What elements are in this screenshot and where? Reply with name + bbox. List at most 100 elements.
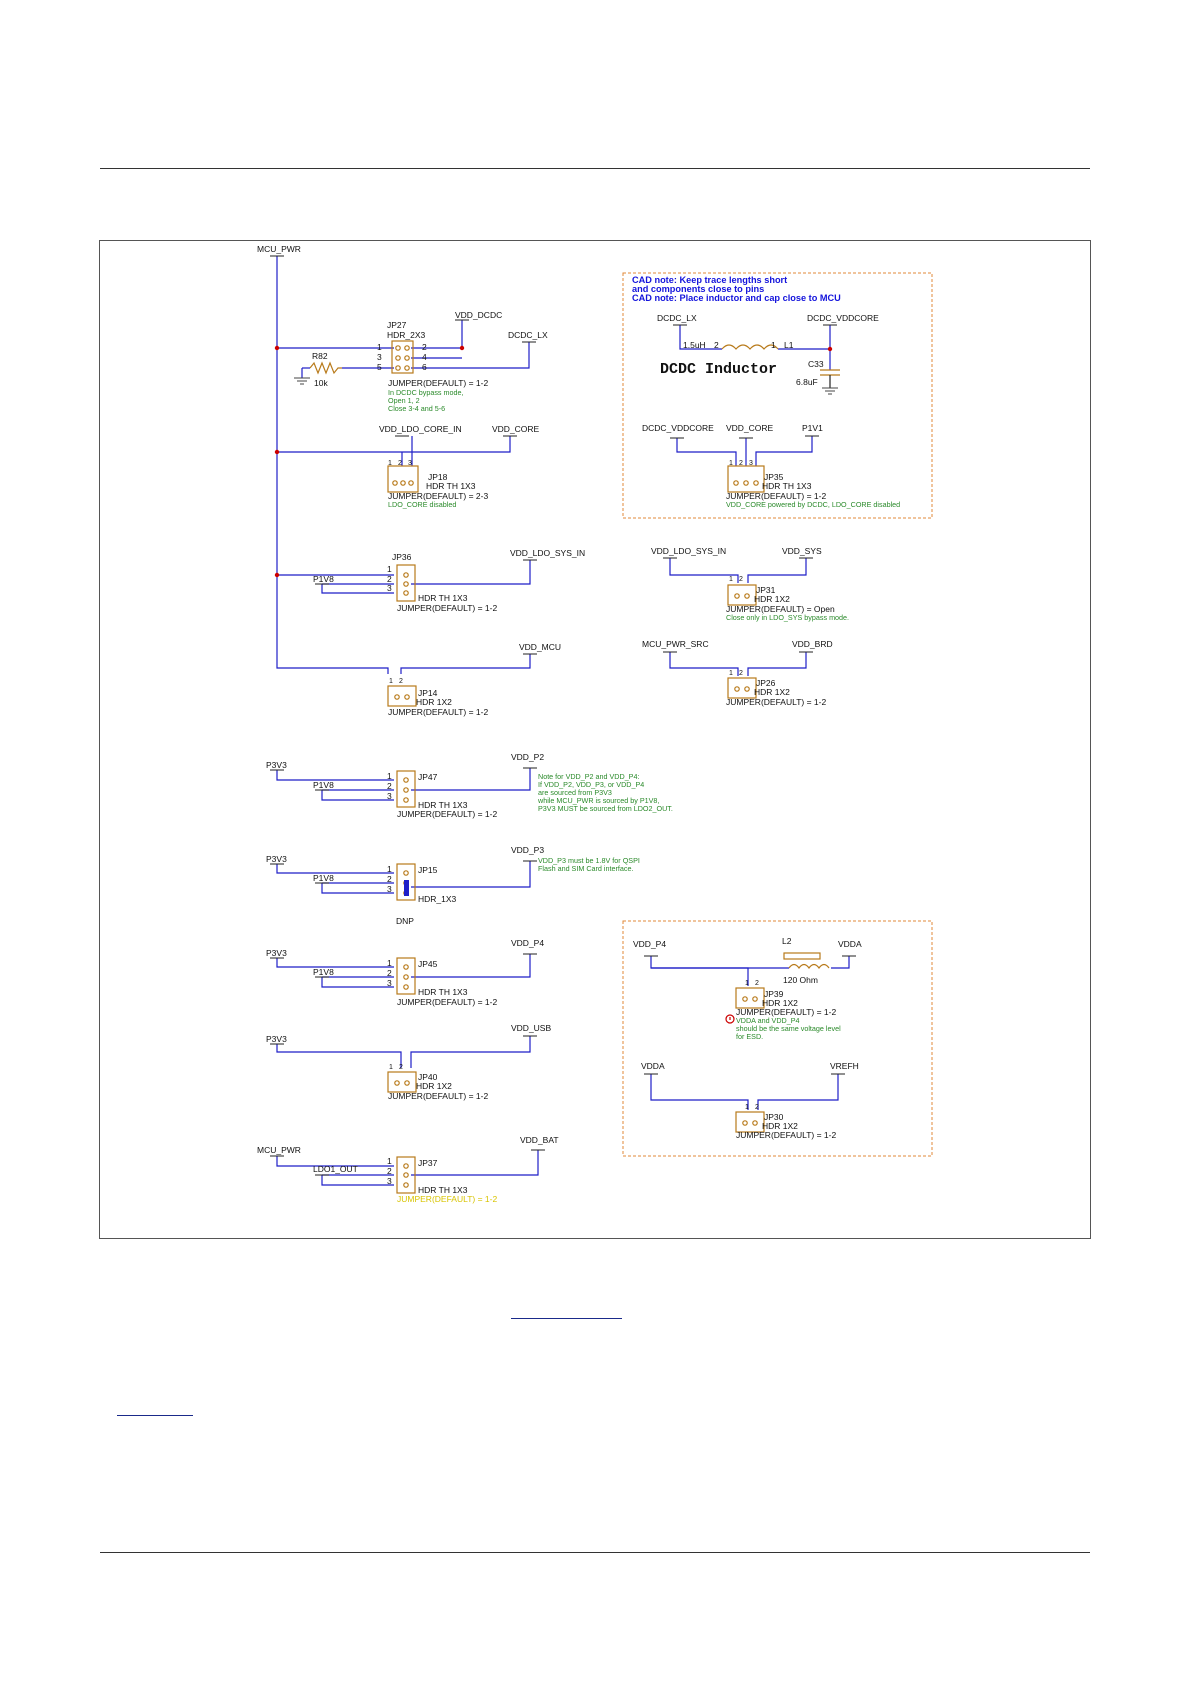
jp30-default: JUMPER(DEFAULT) = 1-2 [736,1130,836,1140]
vdd-p-note-4: while MCU_PWR is sourced by P1V8, [537,796,659,805]
bottom-rule [100,1552,1090,1553]
jp35-pin2: 2 [739,460,743,467]
jp36-default: JUMPER(DEFAULT) = 1-2 [397,603,497,613]
jp45-pin2: 2 [387,968,392,978]
jp18-default: JUMPER(DEFAULT) = 2-3 [388,491,488,501]
jp45-ref: JP45 [418,959,438,969]
jp27-pin1: 1 [377,342,382,352]
l2-ref: L2 [782,936,792,946]
net-vdd-ldo-sys-in: VDD_LDO_SYS_IN [510,548,585,558]
c33-ref: C33 [808,359,824,369]
net-p3v3: P3V3 [266,1034,287,1044]
jp26-ref: JP26 [756,678,776,688]
jp39-ref: JP39 [764,989,784,999]
top-rule [100,168,1090,169]
jp47-ref: JP47 [418,772,438,782]
component-labels: JP27 HDR_2X3 1 3 5 2 4 6 JUMPER(DEFAULT)… [312,320,836,1204]
dcdc-section-box [622,272,933,519]
jp26-default: JUMPER(DEFAULT) = 1-2 [726,697,826,707]
wires [276,256,850,1186]
net-vdd-brd: VDD_BRD [792,639,833,649]
net-dcdc-lx: DCDC_LX [657,313,697,323]
jp47-default: JUMPER(DEFAULT) = 1-2 [397,809,497,819]
jp45-type: HDR TH 1X3 [418,987,468,997]
l1-value: 1.5uH [683,340,706,350]
jp15-dnp: DNP [396,916,414,926]
section-link[interactable] [117,1415,193,1416]
jp37-type: HDR TH 1X3 [418,1185,468,1195]
jp18-type: HDR TH 1X3 [426,481,476,491]
vdd-p-note-5: P3V3 MUST be sourced from LDO2_OUT. [538,804,673,813]
jp15-pin1: 1 [387,864,392,874]
cad-note-1: CAD note: Keep trace lengths short [632,275,787,285]
figure-link[interactable] [511,1318,622,1319]
jp18-pin1: 1 [388,460,392,467]
net-p1v8: P1V8 [313,873,334,883]
net-dcdc-vddcore: DCDC_VDDCORE [642,423,714,433]
jp14-pin2: 2 [399,678,403,685]
notes: In DCDC bypass mode, Open 1, 2 Close 3-4… [388,388,900,1041]
net-labels: MCU_PWR VDD_DCDC DCDC_LX VDD_LDO_CORE_IN… [257,244,879,1174]
net-mcu-pwr: MCU_PWR [257,244,301,254]
jp35-ref: JP35 [764,472,784,482]
jp27-pin6: 6 [422,362,427,372]
jp37-pin1: 1 [387,1156,392,1166]
net-p3v3: P3V3 [266,760,287,770]
vdd-p3-note-2: Flash and SIM Card interface. [538,864,633,873]
jp39-default: JUMPER(DEFAULT) = 1-2 [736,1007,836,1017]
net-vdd-bat: VDD_BAT [520,1135,559,1145]
jp31-note: Close only in LDO_SYS bypass mode. [726,613,849,622]
jp39-note-3: for ESD. [736,1032,763,1041]
net-p1v8: P1V8 [313,574,334,584]
jp40-pin1: 1 [389,1064,393,1071]
jp26-pin1: 1 [729,670,733,677]
junction-dots [274,345,833,578]
jp27-pin2: 2 [422,342,427,352]
net-p3v3: P3V3 [266,854,287,864]
jp15-ref: JP15 [418,865,438,875]
cad-note: CAD note: Keep trace lengths short and c… [632,275,841,303]
net-mcu-pwr: MCU_PWR [257,1145,301,1155]
jp18-pin3: 3 [408,460,412,467]
jp40-pin2: 2 [399,1064,403,1071]
net-vdd-ldo-sys-in: VDD_LDO_SYS_IN [651,546,726,556]
jp35-note: VDD_CORE powered by DCDC, LDO_CORE disab… [726,500,900,509]
jp18-pin2: 2 [398,460,402,467]
net-dcdc-vddcore: DCDC_VDDCORE [807,313,879,323]
jp27-default: JUMPER(DEFAULT) = 1-2 [388,378,488,388]
net-vdda: VDDA [641,1061,665,1071]
warning-icon [725,1014,735,1024]
jp39-type: HDR 1X2 [762,998,798,1008]
jp35-pin3: 3 [749,460,753,467]
net-vdd-core: VDD_CORE [492,424,540,434]
jp37-pin2: 2 [387,1166,392,1176]
jp14-pin1: 1 [389,678,393,685]
jp40-type: HDR 1X2 [416,1081,452,1091]
jp39-note-1: VDDA and VDD_P4 [736,1016,800,1025]
dcdc-inductor-title: DCDC Inductor [660,361,777,378]
net-p1v8: P1V8 [313,780,334,790]
jp18-ref: JP18 [428,472,448,482]
jp15-shunt [404,880,409,896]
jp27-pin4: 4 [422,352,427,362]
net-ldo1-out: LDO1_OUT [313,1164,358,1174]
jp30-type: HDR 1X2 [762,1121,798,1131]
jp35-default: JUMPER(DEFAULT) = 1-2 [726,491,826,501]
jp26-pin2: 2 [739,670,743,677]
jp40-ref: JP40 [418,1072,438,1082]
cad-note-2: and components close to pins [632,284,764,294]
jp36-ref: JP36 [392,552,412,562]
jp14-ref: JP14 [418,688,438,698]
vdda-section-box [622,920,933,1157]
net-vdda: VDDA [838,939,862,949]
jp27-type: HDR_2X3 [387,330,426,340]
net-p1v8: P1V8 [313,967,334,977]
net-vdd-p4: VDD_P4 [511,938,544,948]
net-p3v3: P3V3 [266,948,287,958]
jp14-default: JUMPER(DEFAULT) = 1-2 [388,707,488,717]
net-vdd-dcdc: VDD_DCDC [455,310,502,320]
jp35-type: HDR TH 1X3 [762,481,812,491]
jp27-pin5: 5 [377,362,382,372]
jp35-pin1: 1 [729,460,733,467]
jp27-note-1: In DCDC bypass mode, [388,388,464,397]
